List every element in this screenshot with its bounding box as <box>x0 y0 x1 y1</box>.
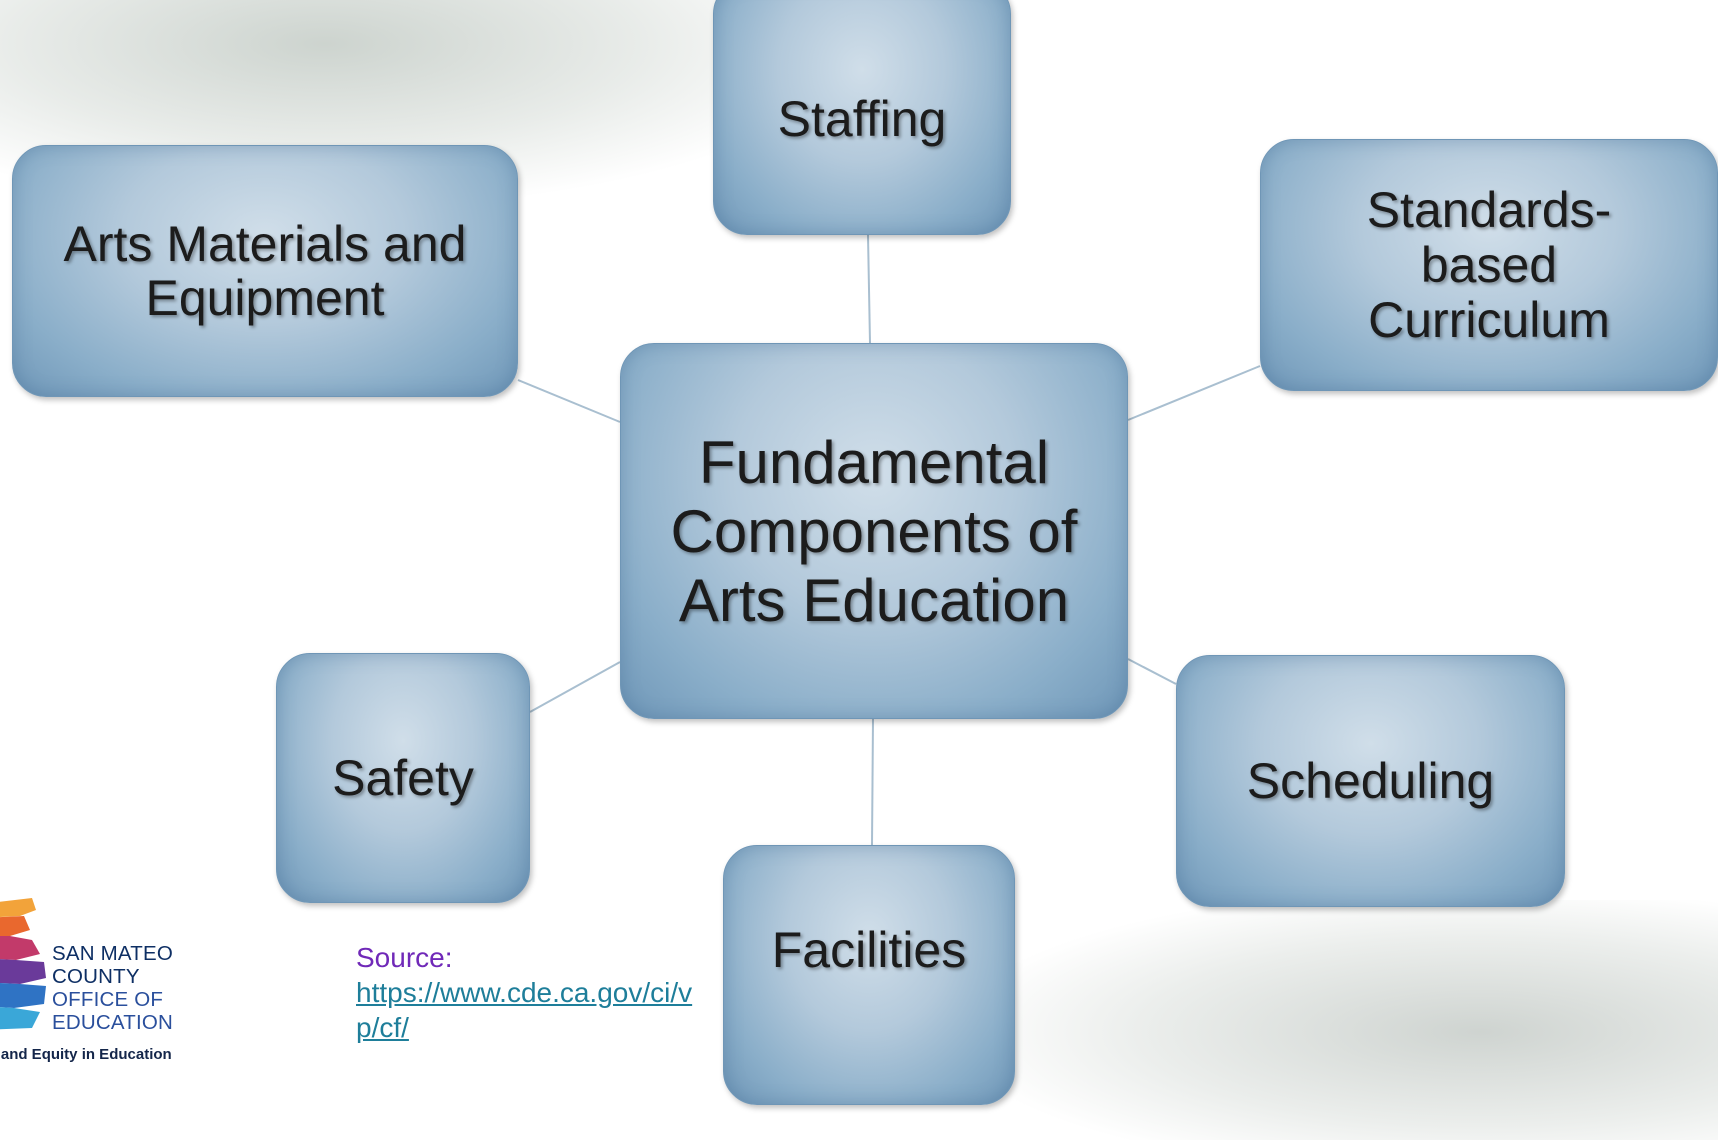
node-materials-label: Arts Materials and Equipment <box>63 216 467 326</box>
node-curriculum-label: Standards- based Curriculum <box>1366 181 1612 348</box>
connector-materials <box>517 379 621 423</box>
logo-line-2: COUNTY <box>52 965 140 988</box>
connector-facilities <box>871 718 874 846</box>
node-staffing: Staffing <box>713 0 1011 235</box>
connector-safety <box>529 661 621 713</box>
connector-staffing <box>867 234 871 344</box>
node-staffing-label: Staffing <box>777 90 947 147</box>
logo-line-4: EDUCATION <box>52 1011 174 1034</box>
node-center: Fundamental Components of Arts Education <box>620 343 1128 719</box>
node-curriculum: Standards- based Curriculum <box>1260 139 1718 391</box>
node-safety-label: Safety <box>332 750 474 806</box>
logo-text: SAN MATEO COUNTY OFFICE OF EDUCATION <box>52 942 173 1034</box>
connector-lines <box>517 234 1261 846</box>
source-link[interactable]: https://www.cde.ca.gov/ci/vp/cf/ <box>356 977 693 1043</box>
connector-scheduling <box>1127 658 1177 685</box>
node-facilities-label: Facilities <box>771 922 967 978</box>
logo: SAN MATEO COUNTY OFFICE OF EDUCATION ce … <box>0 890 220 1080</box>
logo-line-1: SAN MATEO <box>52 942 174 965</box>
source-label: Source: <box>356 942 453 973</box>
source-citation: Source: https://www.cde.ca.gov/ci/vp/cf/ <box>356 940 696 1045</box>
logo-line-3: OFFICE OF <box>52 988 164 1011</box>
node-facilities: Facilities <box>723 845 1015 1105</box>
node-safety: Safety <box>276 653 530 903</box>
node-scheduling-label: Scheduling <box>1246 753 1495 809</box>
connector-curriculum <box>1127 365 1261 421</box>
node-center-label: Fundamental Components of Arts Education <box>670 428 1078 634</box>
node-scheduling: Scheduling <box>1176 655 1565 907</box>
logo-tagline: ce and Equity in Education <box>0 1046 172 1063</box>
node-materials: Arts Materials and Equipment <box>12 145 518 397</box>
logo-brushstroke-icon <box>0 898 46 1030</box>
